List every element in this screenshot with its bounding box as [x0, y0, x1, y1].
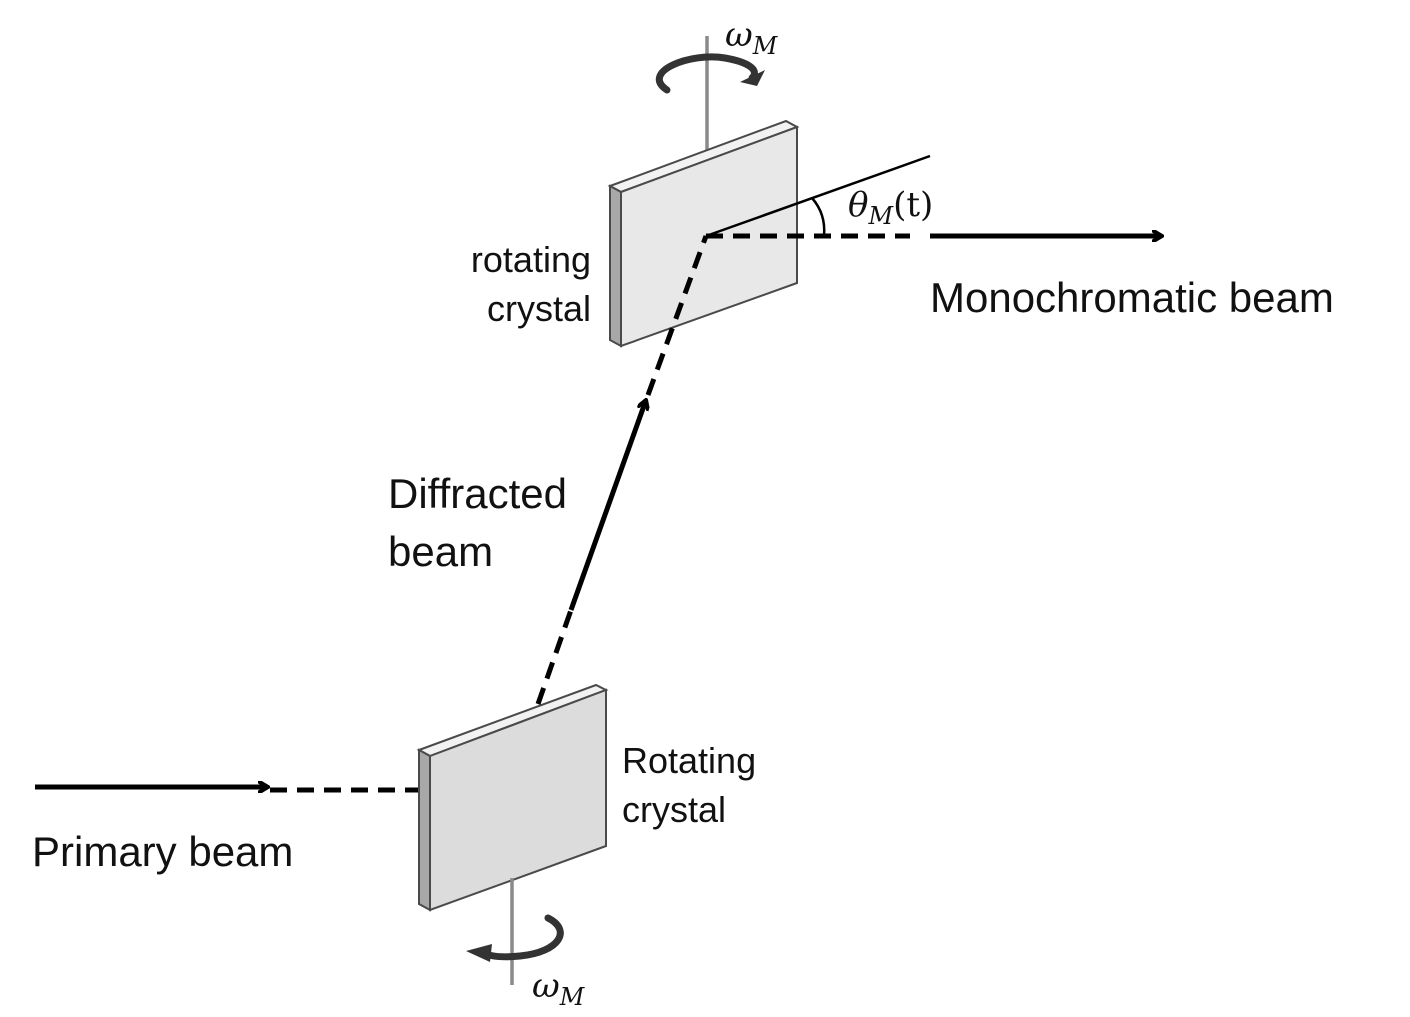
- omega-top-label: ωM: [725, 15, 779, 60]
- theta-angle-arc: [811, 197, 826, 237]
- bottom-rotation-arrow-icon: [466, 914, 564, 962]
- bottom-crystal-label-line1: Rotating: [622, 740, 756, 781]
- diffracted-beam-label-line2: beam: [388, 528, 493, 575]
- top-rotation-arrow-icon: [655, 53, 765, 94]
- diffracted-beam-label-line1: Diffracted: [388, 470, 567, 517]
- top-crystal-label-line2: crystal: [487, 288, 591, 329]
- top-crystal-assembly: [607, 36, 800, 348]
- primary-beam: [35, 787, 418, 790]
- theta-label: θM(t): [848, 185, 933, 230]
- bottom-crystal-label-line2: crystal: [622, 789, 726, 830]
- bottom-crystal-assembly: [416, 683, 609, 985]
- crystal-plane-line: [705, 154, 931, 238]
- monochromatic-beam-label: Monochromatic beam: [930, 274, 1334, 321]
- diffracted-beam: [535, 235, 709, 705]
- bottom-crystal-icon: [416, 683, 609, 912]
- primary-beam-label: Primary beam: [32, 828, 293, 875]
- omega-bottom-label: ωM: [532, 966, 586, 1011]
- top-crystal-label-line1: rotating: [471, 239, 591, 280]
